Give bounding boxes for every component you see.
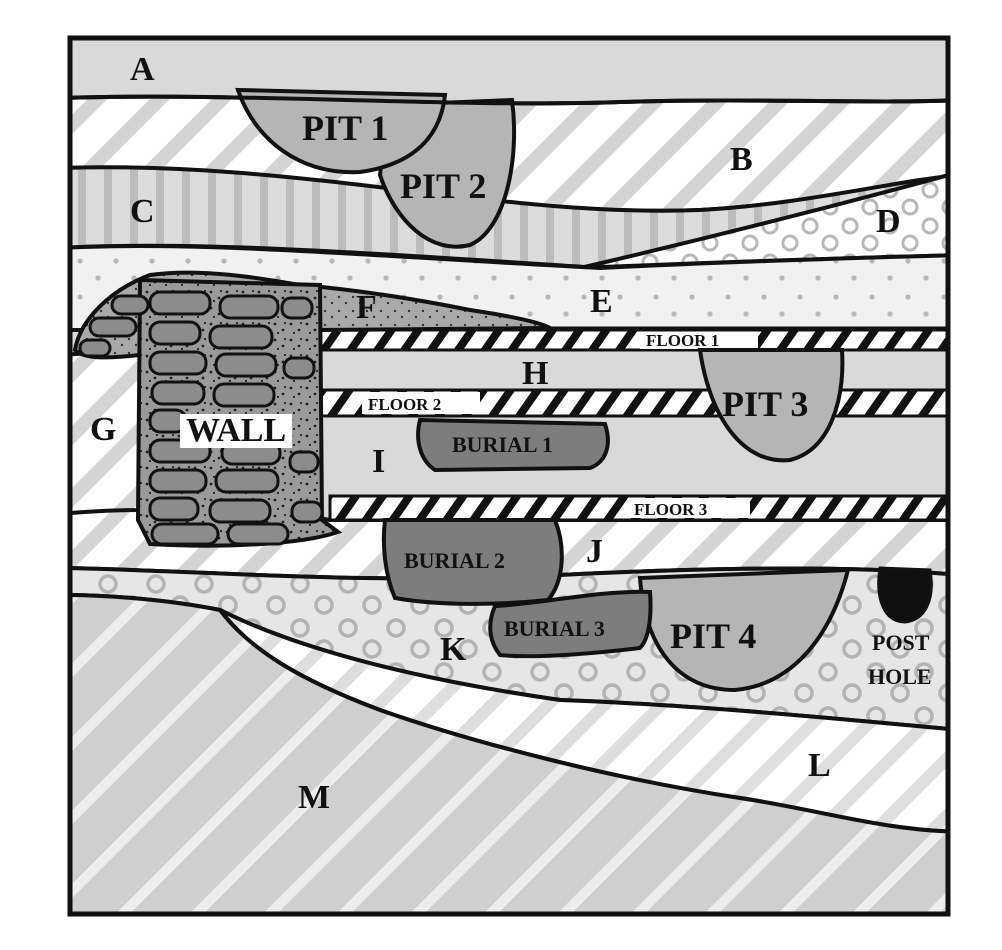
post-hole bbox=[877, 566, 933, 624]
wall-stones bbox=[148, 290, 324, 546]
floor-2-label-bg bbox=[362, 392, 480, 414]
label-floor-1: FLOOR 1 bbox=[646, 331, 719, 350]
pit-1 bbox=[235, 87, 448, 175]
burial-1 bbox=[416, 417, 610, 473]
pit-4 bbox=[637, 567, 851, 693]
label-layer-g: G bbox=[90, 411, 116, 448]
layer-i bbox=[320, 416, 948, 496]
label-layer-a: A bbox=[130, 51, 155, 88]
label-layer-i: I bbox=[372, 443, 385, 480]
layer-labels: A B C D E F G H I J K L M bbox=[90, 51, 901, 816]
label-post-hole-line-1: POST bbox=[872, 630, 930, 655]
label-layer-m: M bbox=[298, 779, 330, 816]
layer-f-stones bbox=[78, 294, 150, 358]
burial-2 bbox=[381, 518, 564, 606]
label-post-hole-line-2: HOLE bbox=[868, 664, 932, 689]
label-layer-h: H bbox=[522, 355, 548, 392]
label-pit-3: PIT 3 bbox=[722, 384, 808, 424]
pit-3 bbox=[697, 348, 845, 463]
feature-labels: PIT 1 PIT 2 PIT 3 PIT 4 WALL FLOOR 1 FLO… bbox=[186, 108, 932, 689]
layer-h bbox=[320, 348, 948, 390]
label-layer-d: D bbox=[876, 203, 901, 240]
label-layer-b: B bbox=[730, 141, 753, 178]
floor-3-label-bg bbox=[628, 498, 750, 518]
label-layer-e: E bbox=[590, 283, 613, 320]
label-floor-2: FLOOR 2 bbox=[368, 395, 441, 414]
floor-1-label-bg bbox=[640, 329, 758, 349]
label-layer-f: F bbox=[356, 289, 377, 326]
label-layer-l: L bbox=[808, 747, 831, 784]
boundary-a-b bbox=[70, 94, 948, 106]
layer-m bbox=[70, 593, 948, 914]
label-burial-3: BURIAL 3 bbox=[504, 616, 605, 641]
wall-label-bg bbox=[180, 414, 292, 448]
label-layer-c: C bbox=[130, 193, 155, 230]
label-pit-2: PIT 2 bbox=[400, 166, 486, 206]
burial-3 bbox=[488, 589, 653, 659]
label-floor-3: FLOOR 3 bbox=[634, 500, 707, 519]
label-pit-1: PIT 1 bbox=[302, 108, 388, 148]
label-burial-1: BURIAL 1 bbox=[452, 432, 553, 457]
label-burial-2: BURIAL 2 bbox=[404, 548, 505, 573]
diagram-frame bbox=[67, 35, 951, 917]
label-pit-4: PIT 4 bbox=[670, 616, 756, 656]
label-wall: WALL bbox=[186, 412, 286, 449]
label-layer-j: J bbox=[586, 533, 603, 570]
label-layer-k: K bbox=[440, 631, 467, 668]
